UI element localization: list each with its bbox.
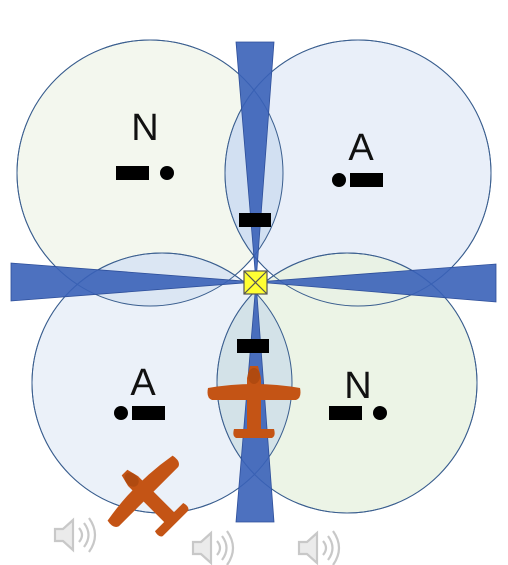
morse-dot bbox=[160, 166, 174, 180]
morse-dash bbox=[329, 406, 362, 420]
quadrant-letter-bottom-right: N bbox=[344, 365, 371, 407]
morse-dash bbox=[116, 166, 149, 180]
morse-signal-bottom-right bbox=[329, 406, 387, 420]
on-course-tone-north bbox=[239, 213, 271, 227]
morse-dot bbox=[114, 406, 128, 420]
morse-signal-top-left bbox=[116, 166, 174, 180]
quadrant-letter-bottom-left: A bbox=[130, 362, 156, 404]
airplane-top-icon bbox=[207, 366, 301, 438]
airplane-top-icon bbox=[107, 455, 189, 537]
speaker-icon[interactable] bbox=[53, 517, 97, 553]
quadrant-letter-top-left: N bbox=[131, 107, 158, 149]
morse-dash bbox=[350, 173, 383, 187]
on-course-tone-south bbox=[237, 339, 269, 353]
morse-dot bbox=[332, 173, 346, 187]
morse-signal-top-right bbox=[332, 173, 383, 187]
morse-dot bbox=[373, 406, 387, 420]
speaker-icon[interactable] bbox=[297, 530, 341, 565]
beam-east bbox=[255, 263, 497, 303]
beam-north bbox=[235, 41, 275, 283]
beam-west bbox=[10, 262, 257, 302]
speaker-icon[interactable] bbox=[191, 530, 235, 565]
morse-dash bbox=[132, 406, 165, 420]
morse-signal-bottom-left bbox=[114, 406, 165, 420]
station-marker bbox=[243, 270, 268, 295]
quadrant-letter-top-right: A bbox=[348, 127, 374, 169]
